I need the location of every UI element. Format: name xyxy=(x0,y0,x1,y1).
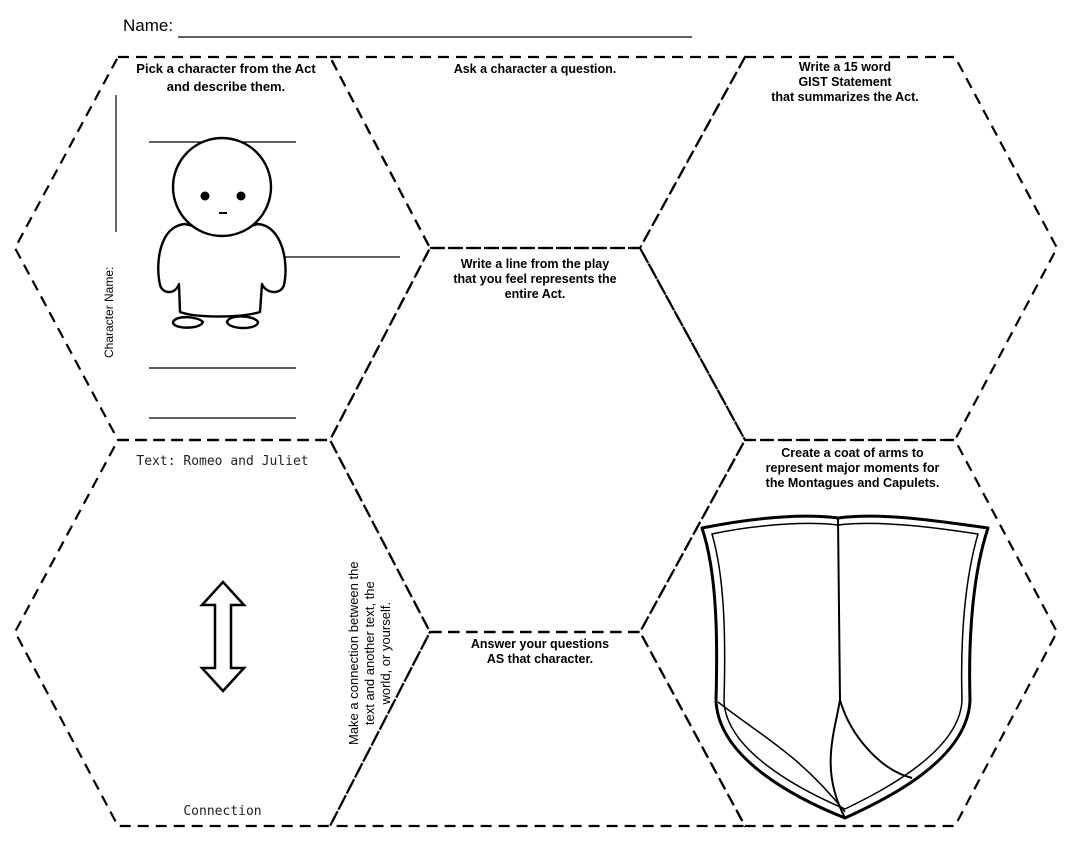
character-prompt-line-2: and describe them. xyxy=(166,79,286,94)
shield-icon xyxy=(700,514,990,820)
left-eye xyxy=(200,191,210,201)
name-label: Name: xyxy=(123,16,174,35)
hex-question xyxy=(328,55,747,250)
person-figure-icon xyxy=(157,136,287,330)
line-prompt-line-3: entire Act. xyxy=(504,287,566,301)
answer-prompt-line-1: Answer your questions xyxy=(470,637,610,651)
coat-prompt-line-2: represent major moments for xyxy=(765,461,940,475)
gist-prompt-line-1: Write a 15 word xyxy=(798,60,892,74)
connection-side-line-2: text and another text, the xyxy=(362,581,377,726)
character-prompt-line-1: Pick a character from the Act xyxy=(136,61,316,76)
coat-prompt-line-3: the Montagues and Capulets. xyxy=(765,476,940,490)
answer-prompt: Answer your questions AS that character. xyxy=(420,637,660,667)
answer-prompt-line-2: AS that character. xyxy=(486,652,594,666)
line-prompt-line-2: that you feel represents the xyxy=(453,272,617,286)
coat-prompt-line-1: Create a coat of arms to xyxy=(781,446,924,460)
double-arrow-icon xyxy=(199,580,247,693)
line-from-play-prompt: Write a line from the play that you feel… xyxy=(405,257,665,302)
coat-of-arms-prompt: Create a coat of arms to represent major… xyxy=(720,446,985,491)
question-prompt: Ask a character a question. xyxy=(453,62,617,76)
gist-prompt-line-3: that summarizes the Act. xyxy=(771,90,919,104)
connection-side-line-3: world, or yourself. xyxy=(378,601,393,705)
character-name-label: Character Name: xyxy=(102,266,116,358)
gist-prompt: Write a 15 word GIST Statement that summ… xyxy=(720,60,970,105)
hex-coat-of-arms xyxy=(638,438,1059,828)
connection-side-line-1: Make a connection between the xyxy=(346,561,361,745)
gist-prompt-line-2: GIST Statement xyxy=(798,75,892,89)
text-title-label: Text: Romeo and Juliet xyxy=(136,454,309,469)
hex-answer xyxy=(328,630,747,828)
connection-label: Connection xyxy=(183,804,262,819)
hex-gist xyxy=(638,55,1059,442)
character-prompt: Pick a character from the Act and descri… xyxy=(96,60,356,96)
right-eye xyxy=(236,191,246,201)
connection-side-prompt: Make a connection between the text and a… xyxy=(346,561,394,745)
line-prompt-line-1: Write a line from the play xyxy=(460,257,610,271)
